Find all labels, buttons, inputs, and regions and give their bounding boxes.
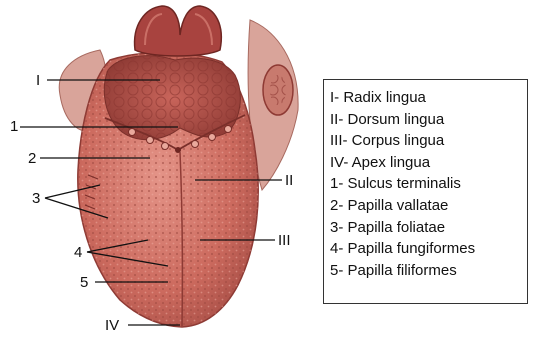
legend-item-papilla-fungiformes: 4- Papilla fungiformes <box>330 238 527 260</box>
marker-2: 2 <box>28 150 36 167</box>
marker-4: 4 <box>74 244 82 261</box>
marker-II: II <box>285 172 293 189</box>
legend-item-dorsum: II- Dorsum lingua <box>330 109 527 131</box>
legend-item-sulcus-terminalis: 1- Sulcus terminalis <box>330 173 527 195</box>
legend-item-papilla-vallatae: 2- Papilla vallatae <box>330 195 527 217</box>
right-tonsil-inner <box>270 75 286 105</box>
legend-item-papilla-filiformes: 5- Papilla filiformes <box>330 260 527 282</box>
legend-box: I- Radix lingua II- Dorsum lingua III- C… <box>323 79 528 304</box>
legend-item-corpus: III- Corpus lingua <box>330 130 527 152</box>
marker-I: I <box>36 72 40 89</box>
marker-III: III <box>278 232 291 249</box>
legend-item-apex: IV- Apex lingua <box>330 152 527 174</box>
marker-IV: IV <box>105 317 119 334</box>
legend-item-papilla-foliatae: 3- Papilla foliatae <box>330 217 527 239</box>
marker-5: 5 <box>80 274 88 291</box>
marker-3: 3 <box>32 190 40 207</box>
marker-1: 1 <box>10 118 18 135</box>
legend-item-radix: I- Radix lingua <box>330 87 527 109</box>
